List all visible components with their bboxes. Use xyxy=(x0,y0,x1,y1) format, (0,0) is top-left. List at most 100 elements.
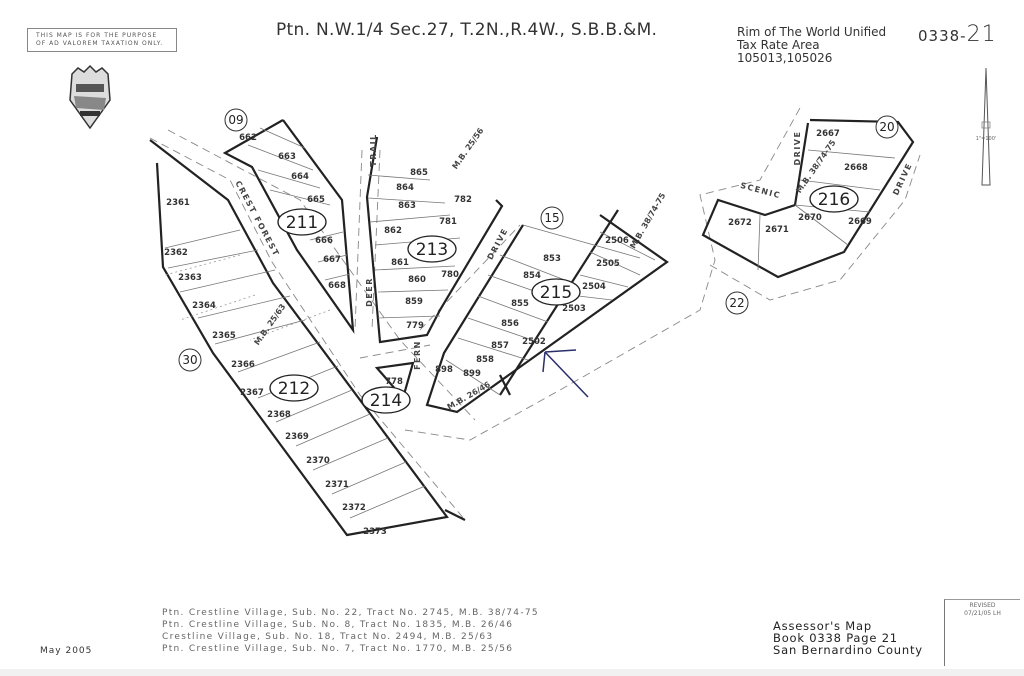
lot-number: 666 xyxy=(315,236,333,246)
tract-references: Ptn. Crestline Village, Sub. No. 22, Tra… xyxy=(162,607,539,655)
road-label: SCENIC xyxy=(739,181,782,200)
tract-line: Ptn. Crestline Village, Sub. No. 8, Trac… xyxy=(162,620,514,630)
road-label: DEER xyxy=(365,277,374,307)
map-book-reference: M.B. 25/56 xyxy=(450,126,485,171)
lot-number: 863 xyxy=(398,201,416,211)
lot-number: 864 xyxy=(396,183,414,193)
lot-number: 861 xyxy=(391,258,409,268)
page-number-value: 21 xyxy=(966,22,997,47)
lot-number: 2667 xyxy=(816,129,840,139)
map-book-reference: M.B. 26/46 xyxy=(446,380,493,412)
lot-number: 2504 xyxy=(582,282,606,292)
road-label: DRIVE xyxy=(891,161,914,196)
lot-number: 782 xyxy=(454,195,472,205)
lot-number: 860 xyxy=(408,275,426,285)
lot-number: 2362 xyxy=(164,248,188,258)
adjacent-page-circle xyxy=(178,348,202,372)
adjacent-page-number: 15 xyxy=(544,211,559,225)
lot-number: 662 xyxy=(239,133,257,143)
lot-number: 2502 xyxy=(522,337,546,347)
lot-number: 2503 xyxy=(562,304,586,314)
lot-number: 899 xyxy=(463,369,481,379)
disclaimer-line: OF AD VALOREM TAXATION ONLY. xyxy=(36,40,164,47)
north-arrow-icon xyxy=(981,67,991,186)
block-number: 215 xyxy=(540,283,572,303)
lot-number: 778 xyxy=(385,377,403,387)
lot-number: 859 xyxy=(405,297,423,307)
block-211-boundary xyxy=(222,119,355,334)
lot-number: 858 xyxy=(476,355,494,365)
lot-number: 2368 xyxy=(267,410,291,420)
lot-number: 2369 xyxy=(285,432,309,442)
adjacent-page-number: 09 xyxy=(228,113,243,127)
block-213-boundary xyxy=(365,136,504,344)
block-number: 213 xyxy=(416,240,448,260)
block-216-boundary xyxy=(701,118,915,279)
lot-number: 855 xyxy=(511,299,529,309)
lot-number: 2373 xyxy=(363,527,387,537)
block-number: 212 xyxy=(278,379,310,399)
lot-number: 2506 xyxy=(605,236,629,246)
block-215-boundary xyxy=(425,214,669,414)
tract-line: Ptn. Crestline Village, Sub. No. 7, Trac… xyxy=(162,644,514,654)
adjacent-page-number: 20 xyxy=(879,120,894,134)
lot-number: 668 xyxy=(328,281,346,291)
lot-number: 2672 xyxy=(728,218,752,228)
district-label: Tax Rate Area xyxy=(737,38,820,52)
taxation-disclaimer: THIS MAP IS FOR THE PURPOSE OF AD VALORE… xyxy=(27,28,177,52)
tax-rate-codes: 105013,105026 xyxy=(737,51,833,65)
lot-number: 2367 xyxy=(240,388,264,398)
hand-drawn-arrow-icon xyxy=(542,349,589,398)
lot-number: 2366 xyxy=(231,360,255,370)
block-number: 214 xyxy=(370,391,402,411)
lot-number: 2371 xyxy=(325,480,349,490)
book-number: 0338- xyxy=(918,27,967,45)
lot-number: 779 xyxy=(406,321,424,331)
lot-number: 2372 xyxy=(342,503,366,513)
lot-number: 2364 xyxy=(192,301,216,311)
lot-number: 2361 xyxy=(166,198,190,208)
block-oval xyxy=(269,374,319,402)
lot-number: 862 xyxy=(384,226,402,236)
county-seal-icon xyxy=(69,64,111,130)
revision-box: REVISED 07/21/05 LH xyxy=(944,599,1020,666)
lot-number: 2505 xyxy=(596,259,620,269)
adjacent-page-number: 22 xyxy=(729,296,744,310)
lot-number: 898 xyxy=(435,365,453,375)
lot-number: 865 xyxy=(410,168,428,178)
book-page: Book 0338 Page 21 xyxy=(773,631,898,645)
tract-line: Ptn. Crestline Village, Sub. No. 22, Tra… xyxy=(162,608,539,618)
assessor-map-label: Assessor's Map Book 0338 Page 21 San Ber… xyxy=(773,620,923,656)
district-name: Rim of The World Unified xyxy=(737,25,887,39)
lot-number: 857 xyxy=(491,341,509,351)
lot-number: 663 xyxy=(278,152,296,162)
road-label: DRIVE xyxy=(486,226,510,261)
page-number: 0338-21 xyxy=(918,22,997,47)
map-book-reference: M.B. 38/74-75 xyxy=(628,191,667,250)
block-number: 216 xyxy=(818,190,850,210)
adjacent-page-circle xyxy=(875,115,899,139)
map-title: Ptn. N.W.1/4 Sec.27, T.2N.,R.4W., S.B.B.… xyxy=(276,20,658,40)
adjacent-page-circle xyxy=(725,291,749,315)
block-oval xyxy=(531,278,581,306)
map-date: May 2005 xyxy=(40,646,93,656)
revised-date: 07/21/05 LH xyxy=(964,610,1001,617)
adjacent-page-number: 30 xyxy=(182,353,197,367)
block-oval xyxy=(809,185,859,213)
revised-label: REVISED xyxy=(969,602,996,609)
road-label: DRIVE xyxy=(793,131,802,166)
map-book-reference: M.B. 25/63 xyxy=(252,302,287,347)
lot-number: 780 xyxy=(441,270,459,280)
adjacent-page-circle xyxy=(224,108,248,132)
lot-number: 2671 xyxy=(765,225,789,235)
lot-number: 2668 xyxy=(844,163,868,173)
block-number: 211 xyxy=(286,213,318,233)
adjacent-page-circle xyxy=(540,206,564,230)
lot-number: 853 xyxy=(543,254,561,264)
county-name: San Bernardino County xyxy=(773,643,923,657)
block-oval xyxy=(361,386,411,414)
lot-number: 665 xyxy=(307,195,325,205)
lot-number: 856 xyxy=(501,319,519,329)
block-214-boundary xyxy=(374,361,415,401)
